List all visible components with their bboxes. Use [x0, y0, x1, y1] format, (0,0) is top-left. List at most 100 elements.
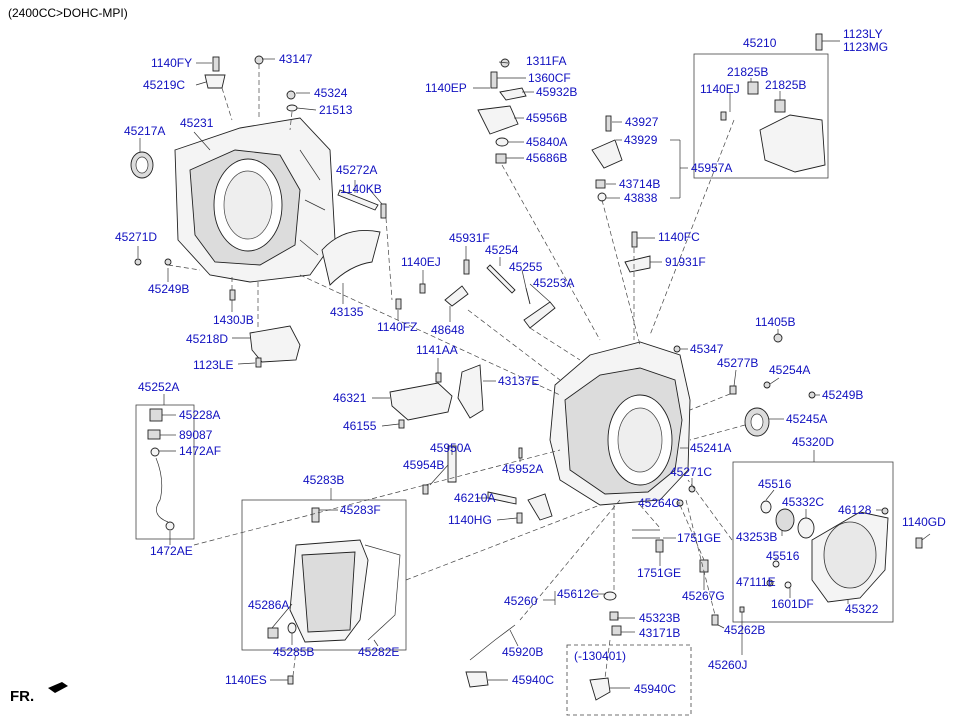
part-label-21825B-b[interactable]: 21825B: [765, 78, 807, 92]
filter-46321: [389, 382, 453, 421]
part-label-1140KB[interactable]: 1140KB: [340, 182, 382, 196]
part-label-1140FZ[interactable]: 1140FZ: [377, 320, 418, 334]
part-label-45932B[interactable]: 45932B: [536, 85, 578, 99]
part-label-1751GE-b[interactable]: 1751GE: [637, 566, 682, 580]
part-label-43929[interactable]: 43929: [624, 133, 658, 147]
part-label-21513[interactable]: 21513: [319, 103, 353, 117]
part-label-45957A[interactable]: 45957A: [691, 161, 733, 175]
part-label-45267G[interactable]: 45267G: [682, 589, 725, 603]
part-label-1140EJ-a[interactable]: 1140EJ: [700, 82, 740, 96]
part-label-45323B[interactable]: 45323B: [639, 611, 681, 625]
part-label-46321[interactable]: 46321: [333, 391, 367, 405]
part-label-45516-a[interactable]: 45516: [758, 477, 792, 491]
part-label-45516-b[interactable]: 45516: [766, 549, 800, 563]
part-label-45840A[interactable]: 45840A: [526, 135, 568, 149]
part-label-45285B[interactable]: 45285B: [273, 645, 315, 659]
part-label-1140EP[interactable]: 1140EP: [425, 81, 467, 95]
part-label-43838[interactable]: 43838: [624, 191, 658, 205]
part-label-45282E[interactable]: 45282E: [358, 645, 400, 659]
part-label-45920B[interactable]: 45920B: [502, 645, 544, 659]
part-label-1141AA[interactable]: 1141AA: [416, 343, 458, 357]
part-label-1601DF[interactable]: 1601DF: [771, 597, 814, 611]
part-label-45260[interactable]: 45260: [504, 594, 538, 608]
part-label-45228A[interactable]: 45228A: [179, 408, 221, 422]
part-label-45272A[interactable]: 45272A: [336, 163, 378, 177]
part-label-11405B[interactable]: 11405B: [755, 315, 796, 329]
part-label-45253A[interactable]: 45253A: [533, 276, 575, 290]
part-label-1360CF[interactable]: 1360CF: [528, 71, 571, 85]
part-label-45950A[interactable]: 45950A: [430, 441, 472, 455]
o-ring-45516-a: [760, 500, 772, 514]
part-label-45255[interactable]: 45255: [509, 260, 543, 274]
part-label-48648[interactable]: 48648: [431, 323, 465, 337]
part-label-1140HG[interactable]: 1140HG: [448, 513, 492, 527]
part-label-43927[interactable]: 43927: [625, 115, 659, 129]
part-label-45249B-b[interactable]: 45249B: [822, 388, 864, 402]
part-label-1140GD[interactable]: 1140GD: [902, 515, 946, 529]
part-label-45252A[interactable]: 45252A: [138, 380, 180, 394]
part-label-45686B[interactable]: 45686B: [526, 151, 568, 165]
part-label-1123MG[interactable]: 1123MG: [843, 40, 889, 54]
part-label-1311FA[interactable]: 1311FA: [526, 54, 567, 68]
part-label-45254[interactable]: 45254: [485, 243, 519, 257]
part-label-45322[interactable]: 45322: [845, 602, 879, 616]
part-label-1140EJ-b[interactable]: 1140EJ: [401, 255, 441, 269]
part-label-47111E[interactable]: 47111E: [736, 575, 776, 589]
part-label-45260J[interactable]: 45260J: [708, 658, 748, 672]
part-label-45332C[interactable]: 45332C: [782, 495, 825, 509]
part-label-43253B[interactable]: 43253B: [736, 530, 778, 544]
box-45283B: [241, 499, 407, 651]
part-label-45231[interactable]: 45231: [180, 116, 214, 130]
part-label-45940C-b[interactable]: 45940C: [634, 682, 677, 696]
part-label-45264C[interactable]: 45264C: [638, 496, 681, 510]
plug-45347: [673, 345, 681, 353]
part-label-45245A[interactable]: 45245A: [786, 412, 828, 426]
part-label-45218D[interactable]: 45218D: [186, 332, 229, 346]
part-label-45262B[interactable]: 45262B: [724, 623, 766, 637]
part-label-46128[interactable]: 46128: [838, 503, 872, 517]
part-label-45241A[interactable]: 45241A: [690, 441, 732, 455]
part-label-45277B[interactable]: 45277B: [717, 356, 759, 370]
part-label-45956B[interactable]: 45956B: [526, 111, 568, 125]
assembly-lines: [167, 64, 746, 679]
part-label-1430JB[interactable]: 1430JB: [213, 313, 254, 327]
part-label-1751GE-a[interactable]: 1751GE: [677, 531, 722, 545]
part-label-45952A[interactable]: 45952A: [502, 462, 544, 476]
part-label-45254A[interactable]: 45254A: [769, 363, 811, 377]
part-label-43171B[interactable]: 43171B: [639, 626, 681, 640]
part-label-1472AF[interactable]: 1472AF: [179, 444, 222, 458]
part-label-46210A[interactable]: 46210A: [454, 491, 496, 505]
part-label-1140FY[interactable]: 1140FY: [151, 56, 193, 70]
part-label-45271C[interactable]: 45271C: [670, 465, 713, 479]
part-label-1472AE[interactable]: 1472AE: [150, 544, 193, 558]
part-label-45286A[interactable]: 45286A: [248, 598, 290, 612]
part-label-45271D[interactable]: 45271D: [115, 230, 158, 244]
part-label-45283F[interactable]: 45283F: [340, 503, 381, 517]
part-label-45324[interactable]: 45324: [314, 86, 348, 100]
part-label-89087[interactable]: 89087: [179, 428, 213, 442]
part-label-45249B[interactable]: 45249B: [148, 282, 190, 296]
part-label-45347[interactable]: 45347: [690, 342, 724, 356]
part-label-45217A[interactable]: 45217A: [124, 124, 166, 138]
part-label-43147[interactable]: 43147: [279, 52, 313, 66]
seal-43253B: [775, 508, 795, 532]
part-label-45219C[interactable]: 45219C: [143, 78, 186, 92]
part-label-45612C[interactable]: 45612C: [557, 587, 600, 601]
part-label-1123LE[interactable]: 1123LE: [193, 358, 234, 372]
part-label-1140ES[interactable]: 1140ES: [225, 673, 267, 687]
part-label-45954B[interactable]: 45954B: [403, 458, 445, 472]
part-label-43137E[interactable]: 43137E: [498, 374, 540, 388]
part-label-1140FC[interactable]: 1140FC: [658, 230, 700, 244]
part-label-43714B[interactable]: 43714B: [619, 177, 661, 191]
part-label-45940C-a[interactable]: 45940C: [512, 673, 555, 687]
part-label-45283B[interactable]: 45283B: [303, 473, 345, 487]
part-label-21825B-a[interactable]: 21825B: [727, 65, 769, 79]
part-label-43135[interactable]: 43135: [330, 305, 364, 319]
part-label-45931F[interactable]: 45931F: [449, 231, 490, 245]
part-label-45210[interactable]: 45210: [743, 36, 777, 50]
part-label-45320D[interactable]: 45320D: [792, 435, 835, 449]
part-label-1123LY[interactable]: 1123LY: [843, 27, 883, 41]
part-label-46155[interactable]: 46155: [343, 419, 377, 433]
washer-21513: [286, 104, 298, 112]
part-label-91931F[interactable]: 91931F: [665, 255, 706, 269]
